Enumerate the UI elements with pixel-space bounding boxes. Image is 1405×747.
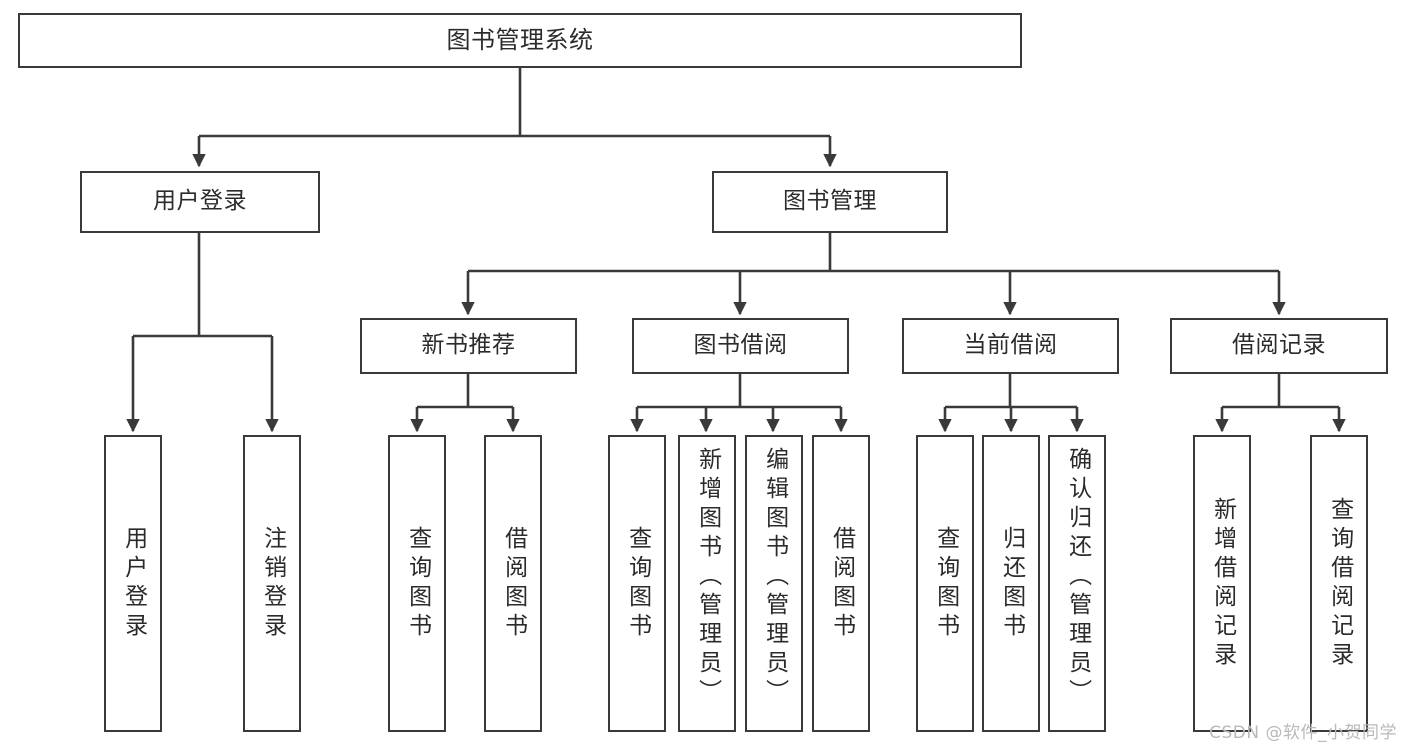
- node-borrow-record-label: 借阅记录: [1232, 332, 1326, 359]
- node-leaf-borrow-book-2-label: 借阅图书: [828, 525, 855, 642]
- node-leaf-add-book[interactable]: 新增图书（管理员）: [678, 435, 736, 732]
- node-leaf-add-book-label: 新增图书（管理员）: [694, 447, 721, 708]
- node-leaf-edit-book-label: 编辑图书（管理员）: [761, 447, 788, 708]
- node-borrow-record[interactable]: 借阅记录: [1170, 318, 1388, 374]
- node-leaf-query-book-2[interactable]: 查询图书: [608, 435, 666, 732]
- node-leaf-query-book-3[interactable]: 查询图书: [916, 435, 974, 732]
- node-leaf-confirm-return-label: 确认归还（管理员）: [1064, 447, 1091, 708]
- node-leaf-query-book-3-label: 查询图书: [932, 525, 959, 642]
- node-new-book-recommend-label: 新书推荐: [421, 332, 516, 359]
- node-new-book-recommend[interactable]: 新书推荐: [360, 318, 577, 374]
- node-leaf-logout[interactable]: 注销登录: [243, 435, 301, 732]
- node-current-borrow-label: 当前借阅: [963, 332, 1058, 359]
- node-leaf-edit-book[interactable]: 编辑图书（管理员）: [745, 435, 803, 732]
- node-book-manage[interactable]: 图书管理: [712, 171, 948, 233]
- node-leaf-query-book-1[interactable]: 查询图书: [388, 435, 446, 732]
- node-leaf-return-book-label: 归还图书: [998, 525, 1025, 642]
- node-current-borrow[interactable]: 当前借阅: [902, 318, 1119, 374]
- node-leaf-user-login[interactable]: 用户登录: [104, 435, 162, 732]
- node-leaf-borrow-book-1[interactable]: 借阅图书: [484, 435, 542, 732]
- watermark: CSDN @软件_小贺同学: [1209, 723, 1397, 743]
- node-book-borrow[interactable]: 图书借阅: [632, 318, 849, 374]
- node-leaf-user-login-label: 用户登录: [120, 525, 147, 642]
- node-root-label: 图书管理系统: [446, 26, 594, 55]
- node-root[interactable]: 图书管理系统: [18, 13, 1022, 68]
- node-leaf-borrow-book-2[interactable]: 借阅图书: [812, 435, 870, 732]
- node-leaf-confirm-return[interactable]: 确认归还（管理员）: [1048, 435, 1106, 732]
- node-book-manage-label: 图书管理: [783, 188, 877, 215]
- node-leaf-borrow-book-1-label: 借阅图书: [500, 525, 527, 642]
- node-leaf-query-book-2-label: 查询图书: [624, 525, 651, 642]
- node-book-borrow-label: 图书借阅: [693, 332, 788, 359]
- node-user-login[interactable]: 用户登录: [80, 171, 320, 233]
- node-leaf-add-record[interactable]: 新增借阅记录: [1193, 435, 1251, 732]
- node-leaf-query-book-1-label: 查询图书: [404, 525, 431, 642]
- node-user-login-label: 用户登录: [153, 188, 247, 215]
- node-leaf-logout-label: 注销登录: [259, 525, 286, 642]
- node-leaf-query-record[interactable]: 查询借阅记录: [1310, 435, 1368, 732]
- node-leaf-add-record-label: 新增借阅记录: [1209, 496, 1236, 671]
- node-leaf-return-book[interactable]: 归还图书: [982, 435, 1040, 732]
- node-leaf-query-record-label: 查询借阅记录: [1326, 496, 1353, 671]
